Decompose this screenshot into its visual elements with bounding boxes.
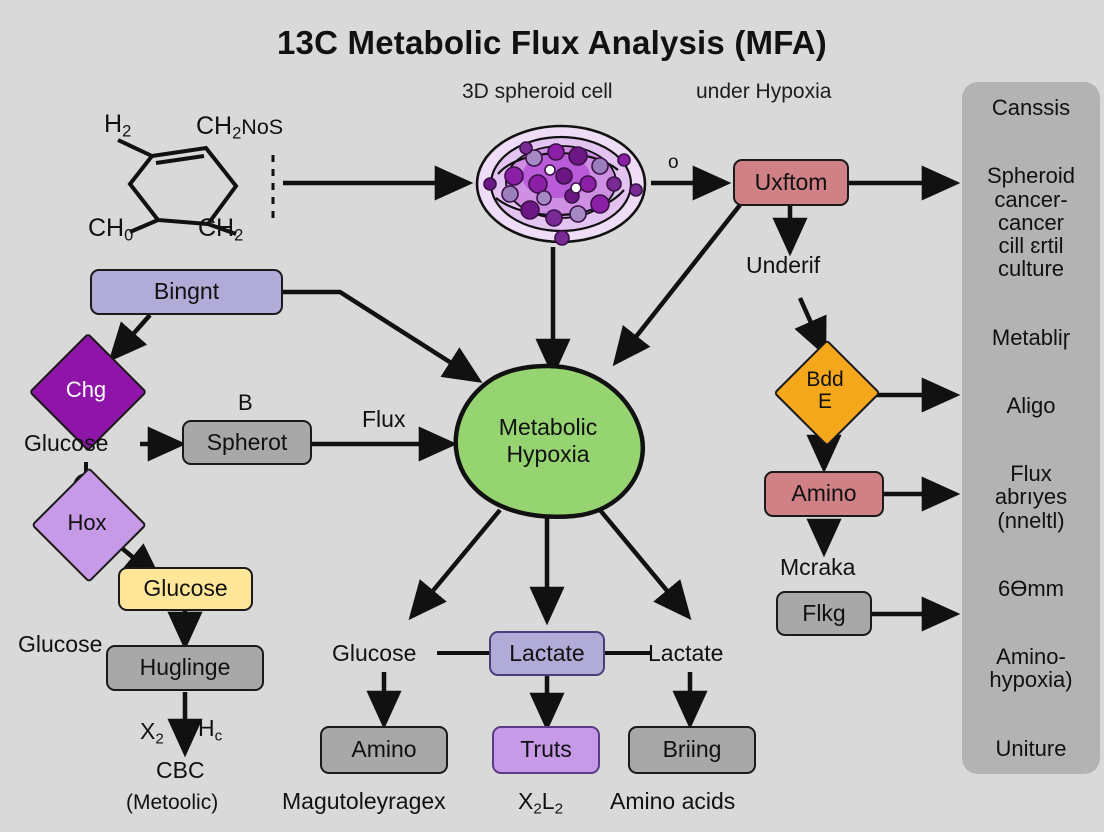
panel-item-4: Flux abrıyes (nneltl) [994,461,1068,533]
node-bdd-label: Bdd E [806,367,844,413]
underif-label: Underif [746,252,821,278]
node-bingnt[interactable]: Bingnt [90,269,283,315]
subtitle-spheroid: 3D spheroid cell [462,80,613,103]
mcraka-label: Mcraka [780,554,856,580]
node-glucose-yellow-label: Glucose [143,575,228,602]
node-amino-gray[interactable]: Amino [320,726,448,774]
node-flkg-label: Flkg [802,599,846,626]
panel-item-5: 6Ɵmm [998,575,1064,601]
flux-label: Flux [362,406,406,432]
panel-item-0: Canssis [991,95,1071,120]
node-bingnt-label: Bingnt [153,278,220,305]
panel-item-3: Aligo [1006,392,1056,418]
caption-left: Magutoleyragex [282,788,446,814]
blob-line-1: Metabolic [498,413,598,440]
glucose-bottom-label: Glucose [332,640,417,666]
blob-line-2: Hypoxia [506,441,590,467]
spheroid-output-label: o [668,152,679,173]
node-flkg[interactable]: Flkg [776,591,872,636]
lactate-right-label: Lactate [648,640,724,666]
node-amino-red-label: Amino [791,480,857,507]
x2-label: X2 [140,718,164,748]
panel-item-1: Spheroid cancer- cancer cill ɛrtil cultu… [986,163,1076,282]
node-glucose-yellow[interactable]: Glucose [118,567,253,611]
spheroid-cell-icon [475,124,647,246]
blob-shape [453,363,646,519]
subtitle-hypoxia: under Hypoxia [696,80,832,103]
panel-item-2: Metabliɼ [991,324,1071,350]
cbc-label: CBC [156,757,205,783]
glucose-side-label: Glucose [18,631,103,657]
caption-center: X2L2 [518,788,564,818]
chem-label-ch2: CH2 [198,214,244,245]
node-uxftom[interactable]: Uxftom [733,159,849,206]
node-chg[interactable]: Chg [28,332,148,452]
node-amino-red[interactable]: Amino [764,471,884,517]
chem-label-ch0: CH0 [88,214,134,245]
page-title: 13C Metabolic Flux Analysis (MFA) [277,24,827,61]
node-briing-label: Briing [662,736,722,763]
node-huglinge[interactable]: Huglinge [106,645,264,691]
node-bdd-e[interactable]: Bdd E [773,339,881,447]
chem-label-h2: H2 [104,110,132,141]
node-briing[interactable]: Briing [628,726,756,774]
caption-right: Amino acids [610,788,736,814]
blob-text: Metabolic Hypoxia [499,414,597,468]
node-truts[interactable]: Truts [492,726,600,774]
legend-panel: Canssis Spheroid cancer- cancer cill ɛrt… [962,82,1100,774]
node-spherot-label: Spherot [206,428,288,455]
node-bdd-line-2: E [817,390,832,413]
hc-label: Hc [198,715,223,745]
chemical-structure-icon [117,138,239,236]
panel-item-7: Uniture [995,735,1067,761]
node-hox-label: Hox [67,510,107,536]
node-spherot[interactable]: Spherot [182,420,312,465]
chem-label-ch2nos: CH2NoS [196,112,284,143]
node-amino-gray-label: Amino [351,736,417,763]
node-bdd-line-1: Bdd [806,367,844,391]
node-uxftom-label: Uxftom [754,168,828,195]
cbc-paren-label: (Metoolic) [126,791,219,814]
glucose-arrow-label: Glucose [24,430,109,456]
node-truts-label: Truts [520,736,572,763]
node-chg-label: Chg [65,377,107,403]
node-metabolic-hypoxia[interactable]: Metabolic Hypoxia [448,362,648,520]
node-huglinge-label: Huglinge [139,654,231,681]
node-hox[interactable]: Hox [31,467,147,583]
node-lactate-center[interactable]: Lactate [489,631,605,676]
spherot-tag-label: B [238,390,253,415]
node-lactate-center-label: Lactate [509,639,585,666]
panel-item-6: Amino- hypoxia) [989,644,1073,693]
